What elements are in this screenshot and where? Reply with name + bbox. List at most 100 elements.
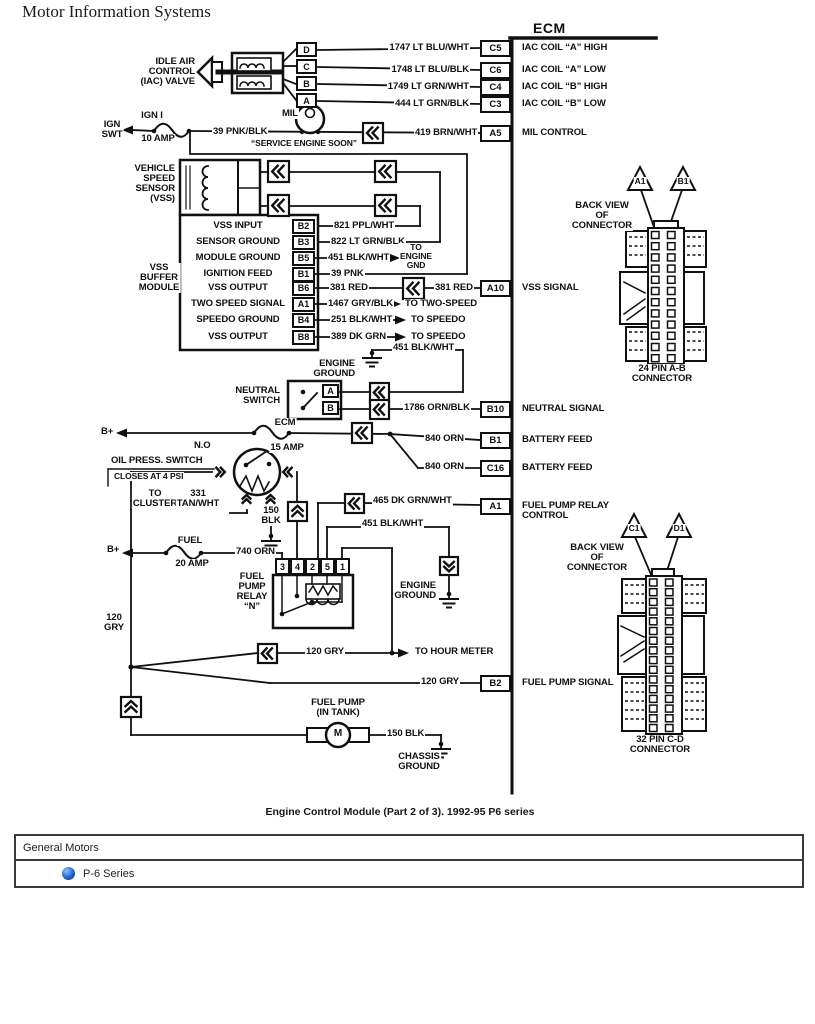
wire-822: 822 LT GRN/BLK	[330, 236, 406, 248]
ecm-pin-function-B10: NEUTRAL SIGNAL	[521, 403, 606, 415]
oil-no-label: N.O	[193, 440, 212, 452]
ecm-pin-C4: C4	[480, 78, 511, 96]
footer-item-label: General Motors	[23, 841, 99, 854]
ecm-pin-B2: B2	[480, 674, 511, 692]
vss-pin-B8: B8	[292, 329, 315, 345]
footer-item-p6-series[interactable]: P-6 Series	[16, 859, 802, 886]
bplus-label-2: B+	[106, 544, 121, 556]
vss-row-signal-B5: MODULE GROUND	[185, 252, 291, 264]
iac-pin-D: D	[296, 42, 317, 57]
relay-pin-1: 1	[335, 558, 350, 575]
ecm-pin-function-C4: IAC COIL “B” HIGH	[521, 81, 609, 93]
to-cluster-label: TO CLUSTER	[131, 488, 179, 510]
to-speedo-1: TO SPEEDO	[410, 314, 467, 326]
neutral-switch-label: NEUTRAL SWITCH	[234, 385, 281, 407]
chassis-ground-label: CHASSIS GROUND	[397, 751, 441, 773]
mil-note: “SERVICE ENGINE SOON”	[250, 138, 358, 149]
wire-840-1: 840 ORN	[424, 433, 465, 445]
vss-buffer-label: VSS BUFFER MODULE	[137, 262, 181, 294]
fuel-pump-label: FUEL PUMP (IN TANK)	[310, 697, 366, 719]
connector-32-label: 32 PIN C-D CONNECTOR	[628, 734, 692, 756]
eng-ground-label-2: ENGINE GROUND	[393, 580, 437, 602]
vss-pin-B5: B5	[292, 250, 315, 266]
wire-381-red-2: 381 RED	[434, 282, 474, 294]
ecm-fuse-rating: 15 AMP	[269, 442, 305, 454]
wire-251: 251 BLK/WHT	[330, 314, 394, 326]
relay-pin-4: 4	[290, 558, 305, 575]
triangle-a1-label: A1	[633, 176, 647, 187]
wire-1747: 1747 LT BLU/WHT	[388, 42, 470, 54]
relay-pin-3: 3	[275, 558, 290, 575]
fuel-fuse-name: FUEL	[176, 535, 204, 547]
wire-419-brn-wht: 419 BRN/WHT	[414, 127, 479, 139]
wire-1748: 1748 LT BLU/BLK	[390, 64, 470, 76]
wire-39-pnk-blk: 39 PNK/BLK	[212, 126, 269, 138]
wire-451-relay: 451 BLK/WHT	[361, 518, 425, 530]
vss-row-signal-A1: TWO SPEED SIGNAL	[185, 298, 291, 310]
vss-row-signal-B3: SENSOR GROUND	[185, 236, 291, 248]
ecm-header-label: ECM	[533, 20, 566, 36]
wire-331: 331 TAN/WHT	[175, 488, 221, 510]
vss-pin-B1: B1	[292, 266, 315, 282]
wire-444: 444 LT GRN/BLK	[394, 98, 470, 110]
page-title: Motor Information Systems	[22, 2, 211, 21]
mil-label: MIL	[280, 108, 299, 120]
wire-120-hour: 120 GRY	[305, 646, 346, 658]
oil-closes-label: CLOSES AT 4 PSI	[113, 471, 185, 482]
wire-1749: 1749 LT GRN/WHT	[386, 81, 470, 93]
ecm-pin-function-C16: BATTERY FEED	[521, 462, 594, 474]
diagram-caption: Engine Control Module (Part 2 of 3). 199…	[265, 806, 535, 818]
wire-389: 389 DK GRN	[330, 331, 387, 343]
ign-fuse-rating: 10 AMP	[140, 133, 176, 145]
vss-pin-B6: B6	[292, 280, 315, 296]
fuel-pump-relay-label: FUEL PUMP RELAY “N”	[235, 571, 269, 613]
series-bullet-icon	[62, 867, 75, 880]
ecm-pin-A5: A5	[480, 124, 511, 142]
vss-row-signal-B2: VSS INPUT	[185, 220, 291, 232]
wire-120-trunk: 120 GRY	[103, 612, 125, 634]
ign-swt-label: IGN SWT	[100, 119, 124, 141]
wire-465: 465 DK GRN/WHT	[372, 495, 453, 507]
wire-451-ground: 451 BLK/WHT	[392, 342, 456, 354]
triangle-d1-label: D1	[672, 523, 686, 534]
ecm-pin-function-C5: IAC COIL “A” HIGH	[521, 42, 609, 54]
iac-pin-C: C	[296, 59, 317, 74]
vss-pin-A1: A1	[292, 296, 315, 312]
footer-item-general-motors[interactable]: General Motors	[16, 836, 802, 859]
back-view-label-2: BACK VIEW OF CONNECTOR	[565, 542, 629, 574]
back-view-label-1: BACK VIEW OF CONNECTOR	[570, 200, 634, 232]
wire-840-2: 840 ORN	[424, 461, 465, 473]
ecm-pin-A10: A10	[480, 279, 511, 297]
vss-row-signal-B8: VSS OUTPUT	[185, 331, 291, 343]
to-two-speed: TO TWO-SPEED	[404, 298, 478, 310]
ecm-pin-B10: B10	[480, 400, 511, 418]
ecm-pin-C5: C5	[480, 39, 511, 57]
relay-pin-5: 5	[320, 558, 335, 575]
vss-label: VEHICLE SPEED SENSOR (VSS)	[133, 163, 176, 205]
ecm-pin-C6: C6	[480, 61, 511, 79]
fuel-fuse-rating: 20 AMP	[174, 558, 210, 570]
footer-tree: General Motors P-6 Series	[14, 834, 804, 888]
oil-press-label: OIL PRESS. SWITCH	[110, 455, 204, 467]
ecm-pin-function-A1: FUEL PUMP RELAY CONTROL	[521, 500, 611, 522]
connector-24-label: 24 PIN A-B CONNECTOR	[630, 363, 694, 385]
wire-39-pnk: 39 PNK	[330, 268, 365, 280]
wire-150-pump: 150 BLK	[386, 728, 426, 740]
ecm-pin-function-C6: IAC COIL “A” LOW	[521, 64, 607, 76]
wire-1467: 1467 GRY/BLK	[327, 298, 394, 310]
ecm-pin-function-C3: IAC COIL “B” LOW	[521, 98, 607, 110]
to-engine-gnd: TO ENGINE GND	[399, 242, 433, 271]
wire-451-module: 451 BLK/WHT	[327, 252, 391, 264]
ecm-pin-C3: C3	[480, 95, 511, 113]
ecm-pin-A1: A1	[480, 497, 511, 515]
ecm-pin-B1: B1	[480, 431, 511, 449]
ecm-pin-function-B2: FUEL PUMP SIGNAL	[521, 677, 615, 689]
ecm-pin-function-B1: BATTERY FEED	[521, 434, 594, 446]
relay-pin-2: 2	[305, 558, 320, 575]
iac-pin-A: A	[296, 93, 317, 108]
iac-pin-B: B	[296, 76, 317, 91]
neutral-pin-A: A	[322, 384, 339, 398]
iac-valve-label: IDLE AIR CONTROL (IAC) VALVE	[139, 56, 196, 88]
ecm-fuse-name: ECM	[273, 417, 297, 429]
